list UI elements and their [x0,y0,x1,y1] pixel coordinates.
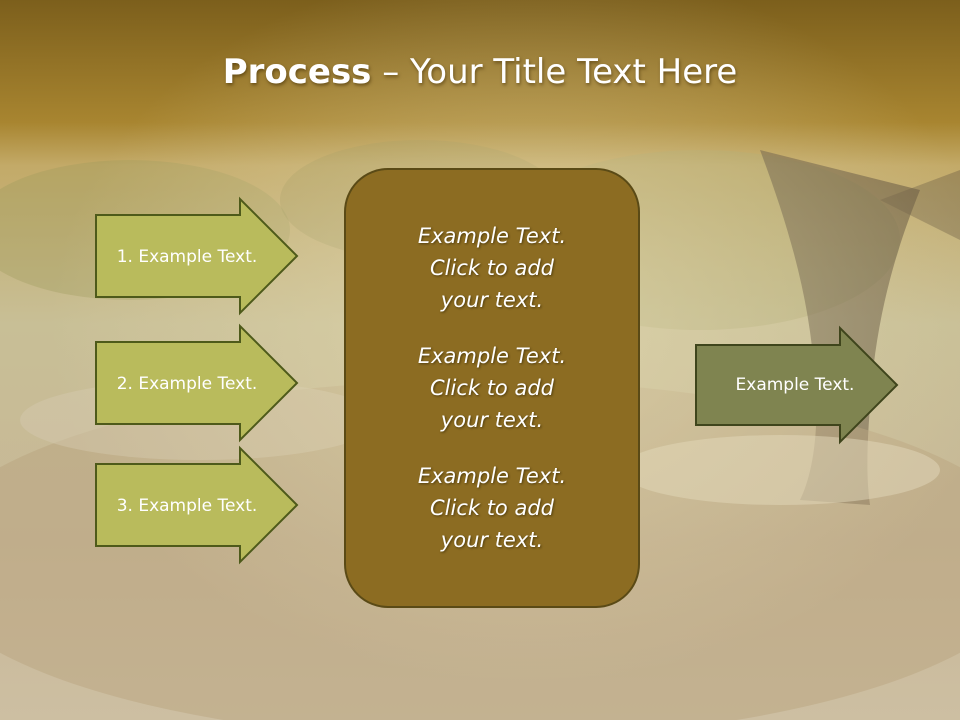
left-arrow-2-label: 2. Example Text. [117,374,258,394]
left-arrow-1-label: 1. Example Text. [117,247,258,267]
left-arrow-3-label: 3. Example Text. [117,496,258,516]
slide-title[interactable]: Process – Your Title Text Here [0,52,960,92]
center-text-2[interactable]: Example Text. Click to add your text. [417,344,567,432]
right-arrow[interactable]: Example Text. [695,325,899,445]
center-text-3[interactable]: Example Text. Click to add your text. [417,464,567,552]
title-rest: – Your Title Text Here [371,52,738,92]
center-text-1[interactable]: Example Text. Click to add your text. [417,224,567,312]
title-bold: Process [222,52,372,92]
right-arrow-label: Example Text. [736,375,855,395]
left-arrow-1[interactable]: 1. Example Text. [95,196,299,316]
center-process-box[interactable]: Example Text. Click to add your text. Ex… [344,168,640,608]
left-arrow-2[interactable]: 2. Example Text. [95,323,299,443]
left-arrow-3[interactable]: 3. Example Text. [95,445,299,565]
